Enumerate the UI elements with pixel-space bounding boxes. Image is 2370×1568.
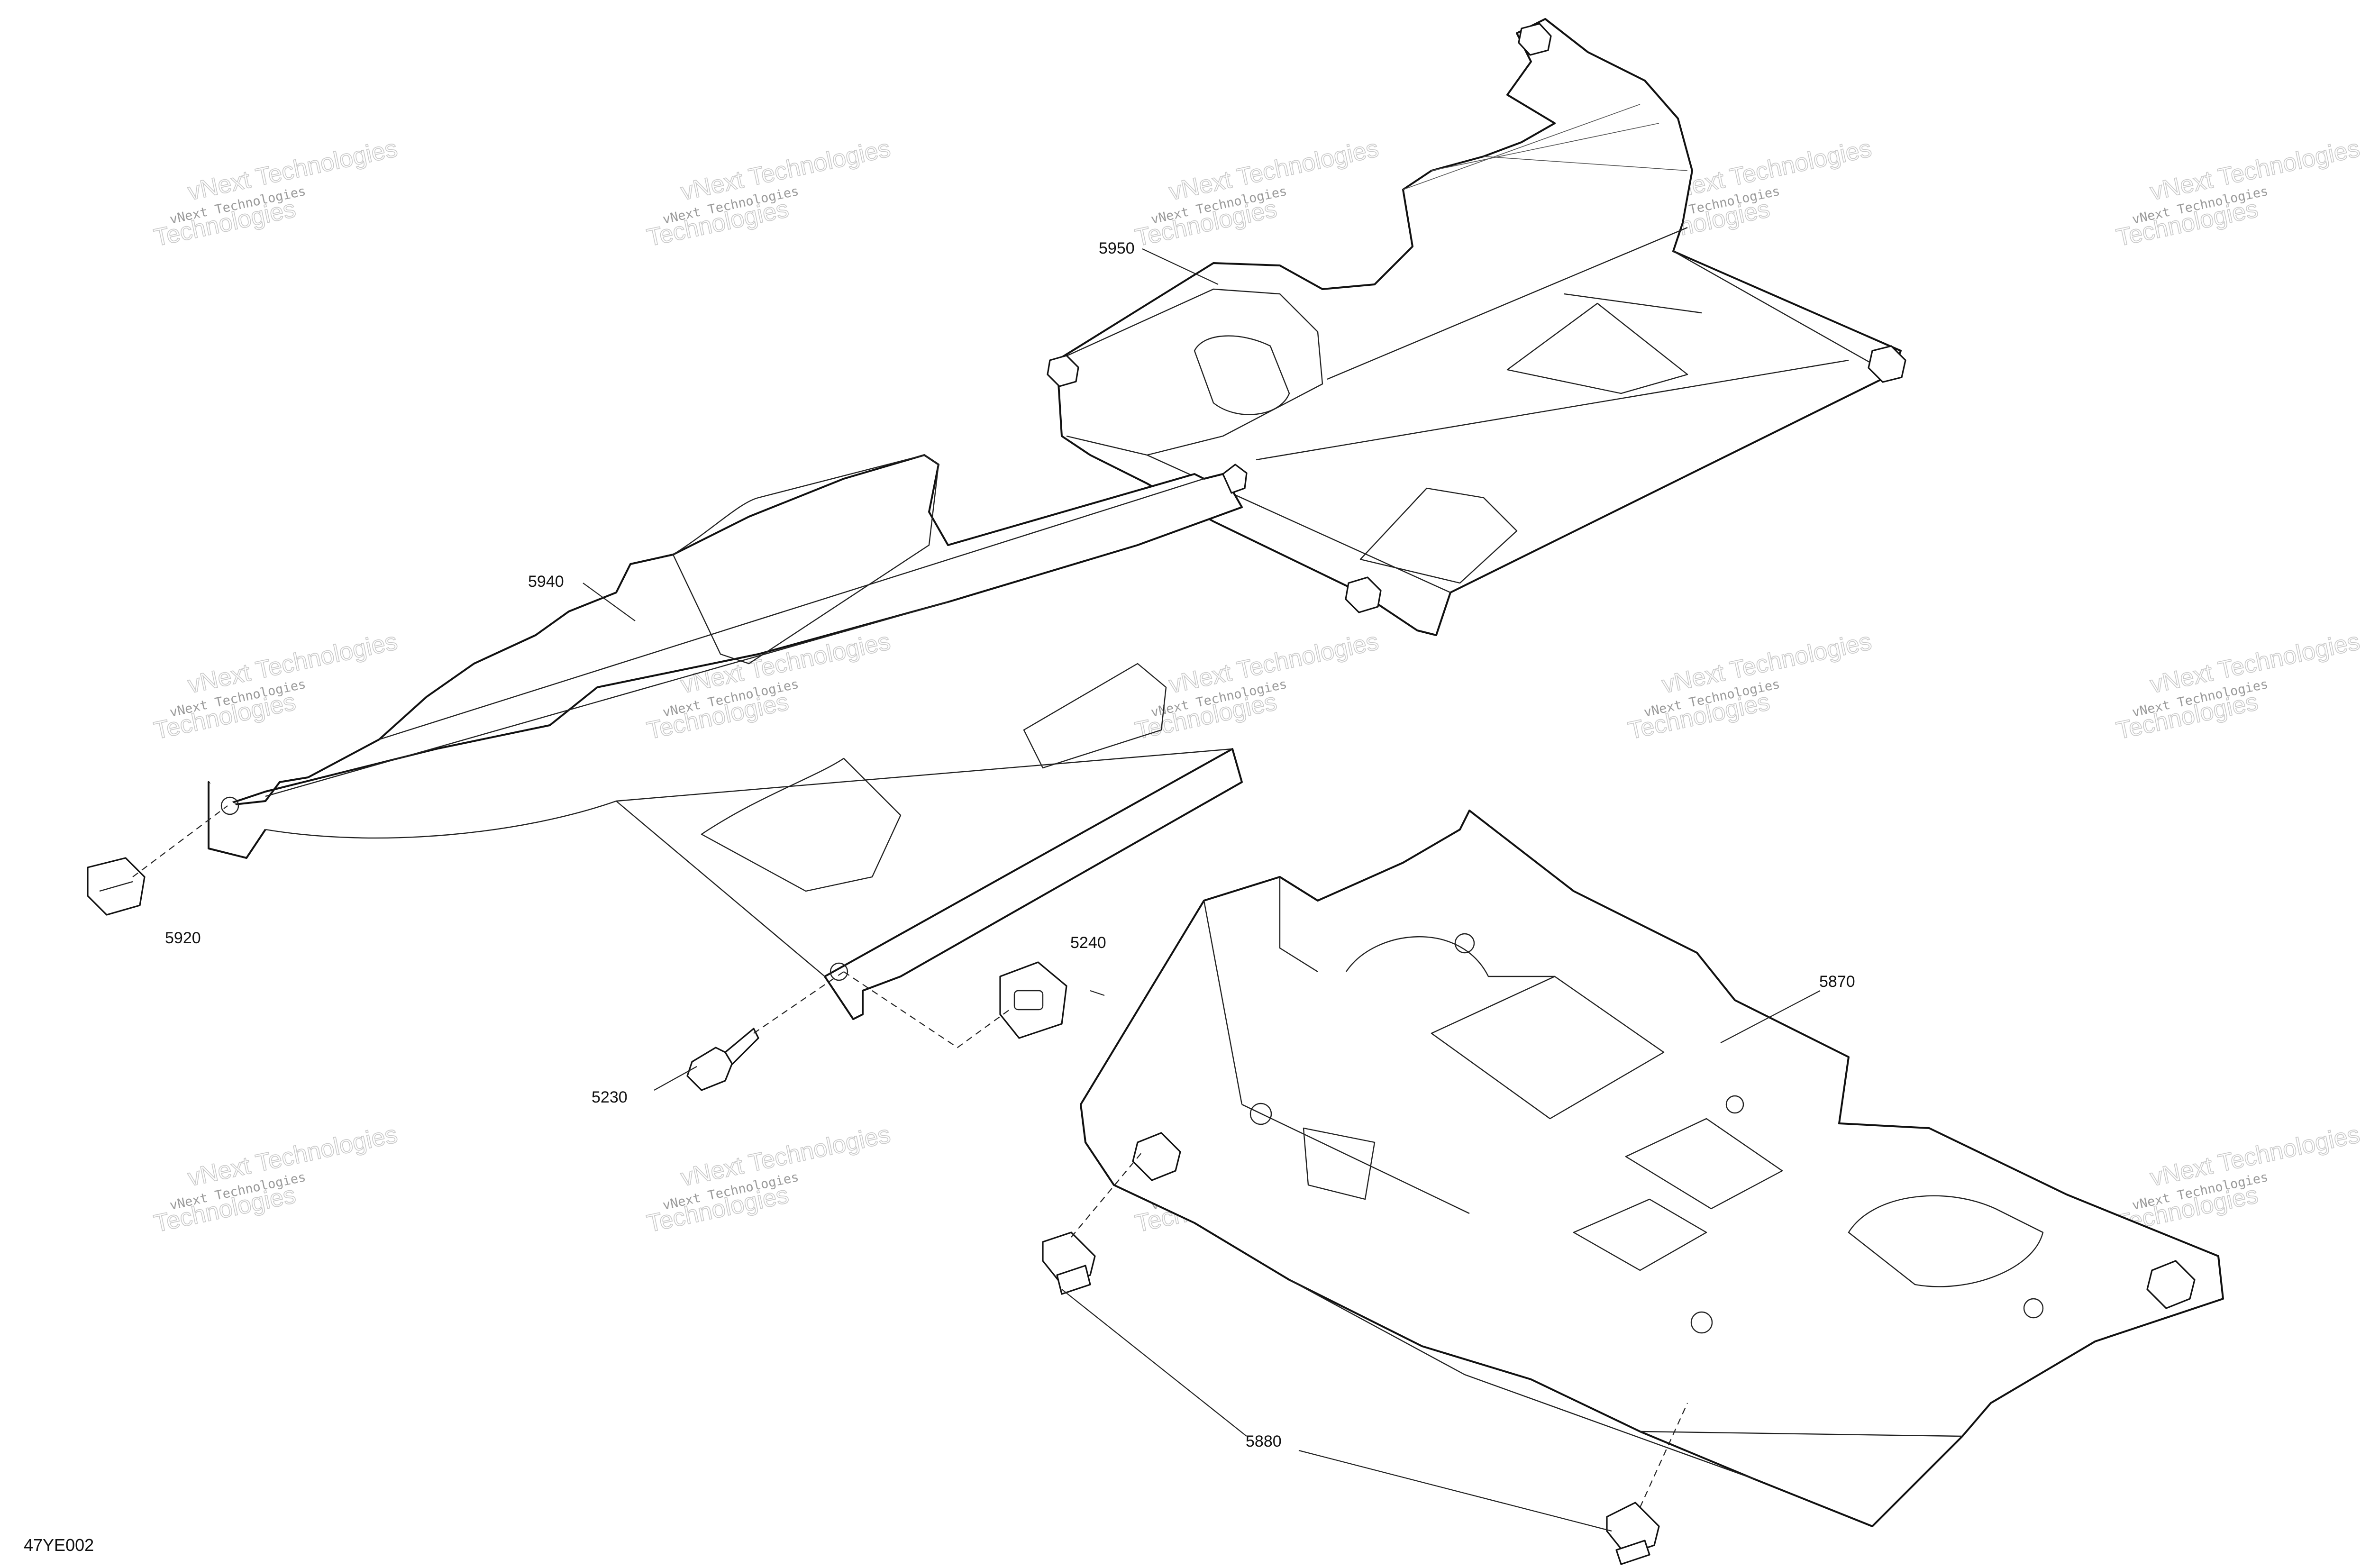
callout-5240: 5240: [1070, 934, 1106, 952]
part-5950-tray: [1047, 18, 1906, 636]
diagram-reference-code: 47YE002: [24, 1535, 94, 1555]
callout-5950: 5950: [1099, 239, 1135, 257]
callout-5870: 5870: [1819, 973, 1855, 991]
fastener-5920-push-rivet: [87, 857, 146, 916]
fastener-5230-bolt: [686, 1028, 759, 1091]
part-5870-pan: [1080, 810, 2224, 1527]
callout-5230: 5230: [592, 1088, 628, 1106]
leader-lines: [132, 248, 1821, 1532]
fastener-5240-clip-nut: [999, 961, 1067, 1039]
callout-5880: 5880: [1246, 1432, 1282, 1450]
fastener-5880-push-rivet-upper: [1042, 1231, 1096, 1295]
callout-5920: 5920: [165, 929, 201, 947]
callout-5940: 5940: [528, 573, 564, 591]
fastener-5880-push-rivet-lower: [1606, 1502, 1660, 1565]
part-5940-tray: [208, 454, 1248, 1020]
